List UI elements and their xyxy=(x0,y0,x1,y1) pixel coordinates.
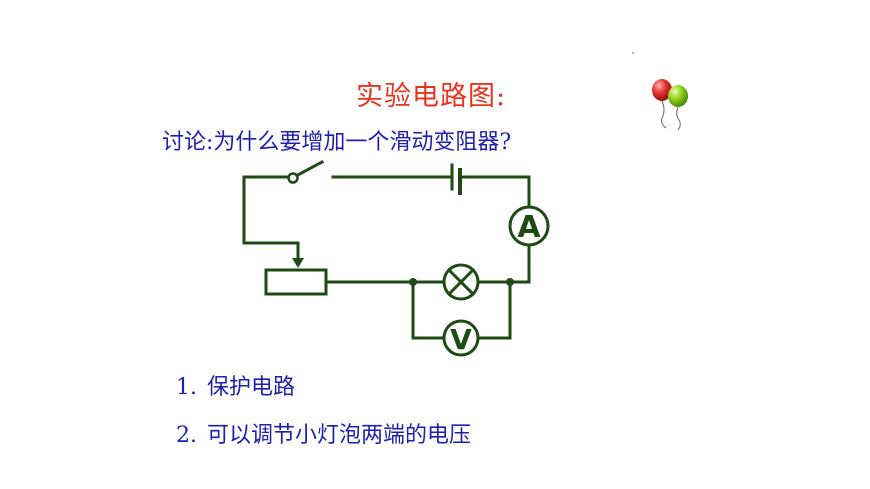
answer-text: 可以调节小灯泡两端的电压 xyxy=(207,423,472,448)
rheostat-body xyxy=(264,268,328,296)
wire-voltmeter-left xyxy=(411,280,446,340)
ammeter-symbol xyxy=(508,205,550,247)
wire-right xyxy=(508,244,531,284)
wire-top-right xyxy=(458,175,531,208)
lamp-symbol xyxy=(442,263,480,301)
switch-blade xyxy=(293,159,325,179)
junction-node-left xyxy=(409,278,417,286)
discussion-question: 讨论:为什么要增加一个滑动变阻器? xyxy=(162,130,512,155)
answer-item-1: 1. 保护电路 xyxy=(176,369,295,401)
slide-title: 实验电路图: xyxy=(356,81,507,112)
decorative-dot xyxy=(632,52,634,54)
switch-pivot xyxy=(287,172,299,184)
answer-item-2: 2. 可以调节小灯泡两端的电压 xyxy=(176,417,471,449)
answer-text: 保护电路 xyxy=(207,375,296,400)
junction-node-right xyxy=(506,278,514,286)
answer-number: 2. xyxy=(176,423,197,448)
voltmeter-symbol xyxy=(442,319,480,357)
answer-number: 1. xyxy=(176,375,197,400)
ammeter-label: A xyxy=(517,210,541,245)
voltmeter-label: V xyxy=(450,323,472,356)
wire-top-left xyxy=(242,175,300,245)
balloons-icon xyxy=(652,79,688,131)
rheostat-slider-arrow xyxy=(292,258,304,268)
wire-voltmeter-right xyxy=(476,280,512,340)
